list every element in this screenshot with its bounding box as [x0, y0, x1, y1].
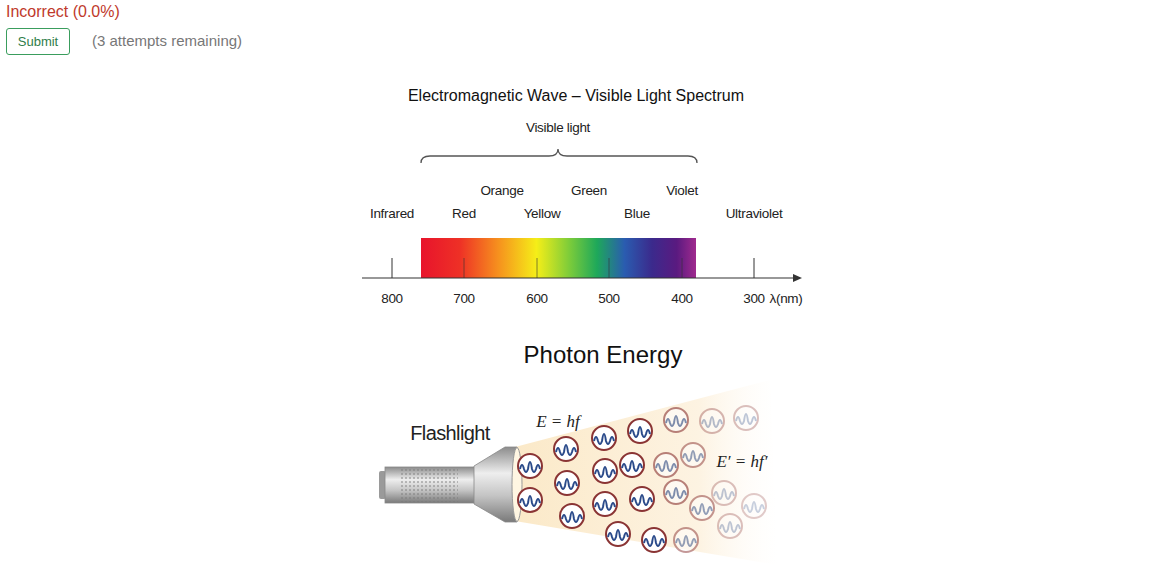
color-label: Yellow — [524, 206, 561, 222]
axis-arrowhead — [793, 274, 802, 282]
axis-value: 400 — [671, 291, 693, 307]
photons — [518, 406, 766, 552]
object-label: Flashlight — [410, 422, 490, 445]
flashlight — [379, 447, 522, 522]
status-message: Incorrect (0.0%) — [6, 3, 120, 21]
color-label: Green — [571, 183, 607, 199]
axis-value: 700 — [453, 291, 475, 307]
range-brace — [421, 149, 697, 163]
section-heading: Photon Energy — [524, 341, 683, 369]
equation: E′ = hf′ — [716, 452, 767, 472]
diagram-title: Electromagnetic Wave – Visible Light Spe… — [408, 87, 744, 105]
axis-value: 800 — [381, 291, 403, 307]
axis-unit: λ(nm) — [770, 291, 803, 307]
axis-value: 500 — [598, 291, 620, 307]
color-label: Red — [452, 206, 476, 222]
axis-value: 600 — [526, 291, 548, 307]
range-label: Visible light — [526, 120, 590, 136]
axis-ticks — [392, 258, 754, 278]
equation: E = hf — [536, 412, 580, 432]
color-label: Blue — [624, 206, 650, 222]
spectrum-bar — [421, 238, 696, 278]
band-label: Infrared — [370, 206, 414, 222]
band-label: Ultraviolet — [726, 206, 783, 222]
attempts-note: (3 attempts remaining) — [92, 32, 242, 49]
light-beam — [515, 380, 778, 565]
submit-button: Submit — [6, 28, 70, 55]
color-label: Orange — [480, 183, 523, 199]
wavelength-axis — [362, 277, 795, 278]
color-label: Violet — [666, 183, 698, 199]
button-label: Submit — [18, 34, 58, 49]
axis-value: 300 — [743, 291, 765, 307]
